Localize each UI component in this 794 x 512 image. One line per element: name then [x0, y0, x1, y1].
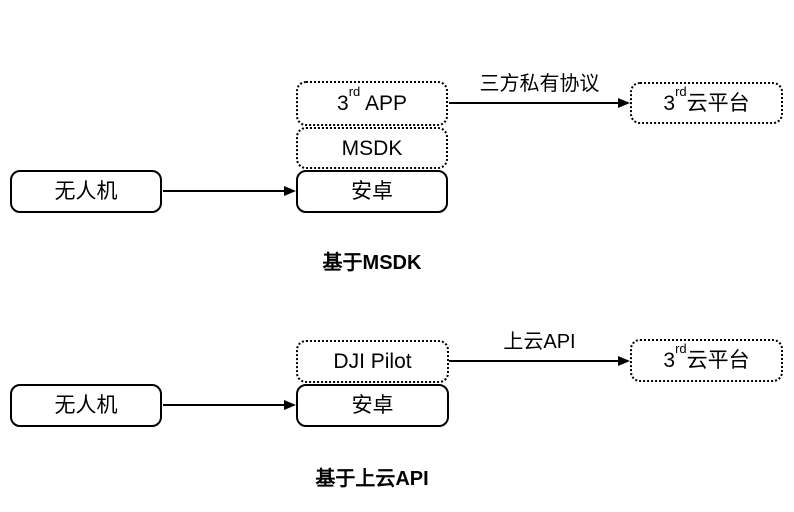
- msdk-3rd-app-label: 3rd APP: [337, 84, 407, 115]
- msdk-drone-label: 无人机: [54, 180, 118, 203]
- cloudapi-cloud-platform-label: 3rd云平台: [663, 341, 750, 372]
- cloudapi-arrow-drone-to-android: [163, 400, 296, 410]
- cloudapi-drone-label: 无人机: [54, 394, 118, 417]
- msdk-sdk-label: MSDK: [341, 136, 403, 160]
- msdk-arrow-app-to-cloud: [449, 98, 630, 108]
- msdk-arrow-drone-to-android: [163, 186, 296, 196]
- cloudapi-dji-pilot-box: DJI Pilot: [296, 340, 449, 383]
- msdk-diagram-caption: 基于MSDK: [322, 252, 422, 274]
- cloudapi-android-label: 安卓: [351, 394, 394, 417]
- cloudapi-drone-box: 无人机: [10, 384, 162, 427]
- msdk-cloud-platform-label: 3rd云平台: [663, 83, 750, 115]
- msdk-cloud-platform-box: 3rd云平台: [630, 82, 783, 124]
- cloudapi-diagram-caption: 基于上云API: [315, 468, 429, 490]
- msdk-android-label: 安卓: [351, 180, 393, 203]
- cloudapi-dji-pilot-label: DJI Pilot: [333, 350, 412, 373]
- msdk-drone-box: 无人机: [10, 170, 162, 213]
- msdk-sdk-box: MSDK: [296, 127, 448, 169]
- msdk-3rd-app-box: 3rd APP: [296, 81, 448, 126]
- msdk-arrow-protocol-label: 三方私有协议: [479, 73, 600, 95]
- cloudapi-arrow-api-label: 上云API: [503, 331, 576, 353]
- msdk-android-box: 安卓: [296, 170, 448, 213]
- cloudapi-arrow-pilot-to-cloud: [449, 356, 630, 366]
- cloudapi-cloud-platform-box: 3rd云平台: [630, 339, 783, 382]
- cloudapi-android-box: 安卓: [296, 384, 449, 427]
